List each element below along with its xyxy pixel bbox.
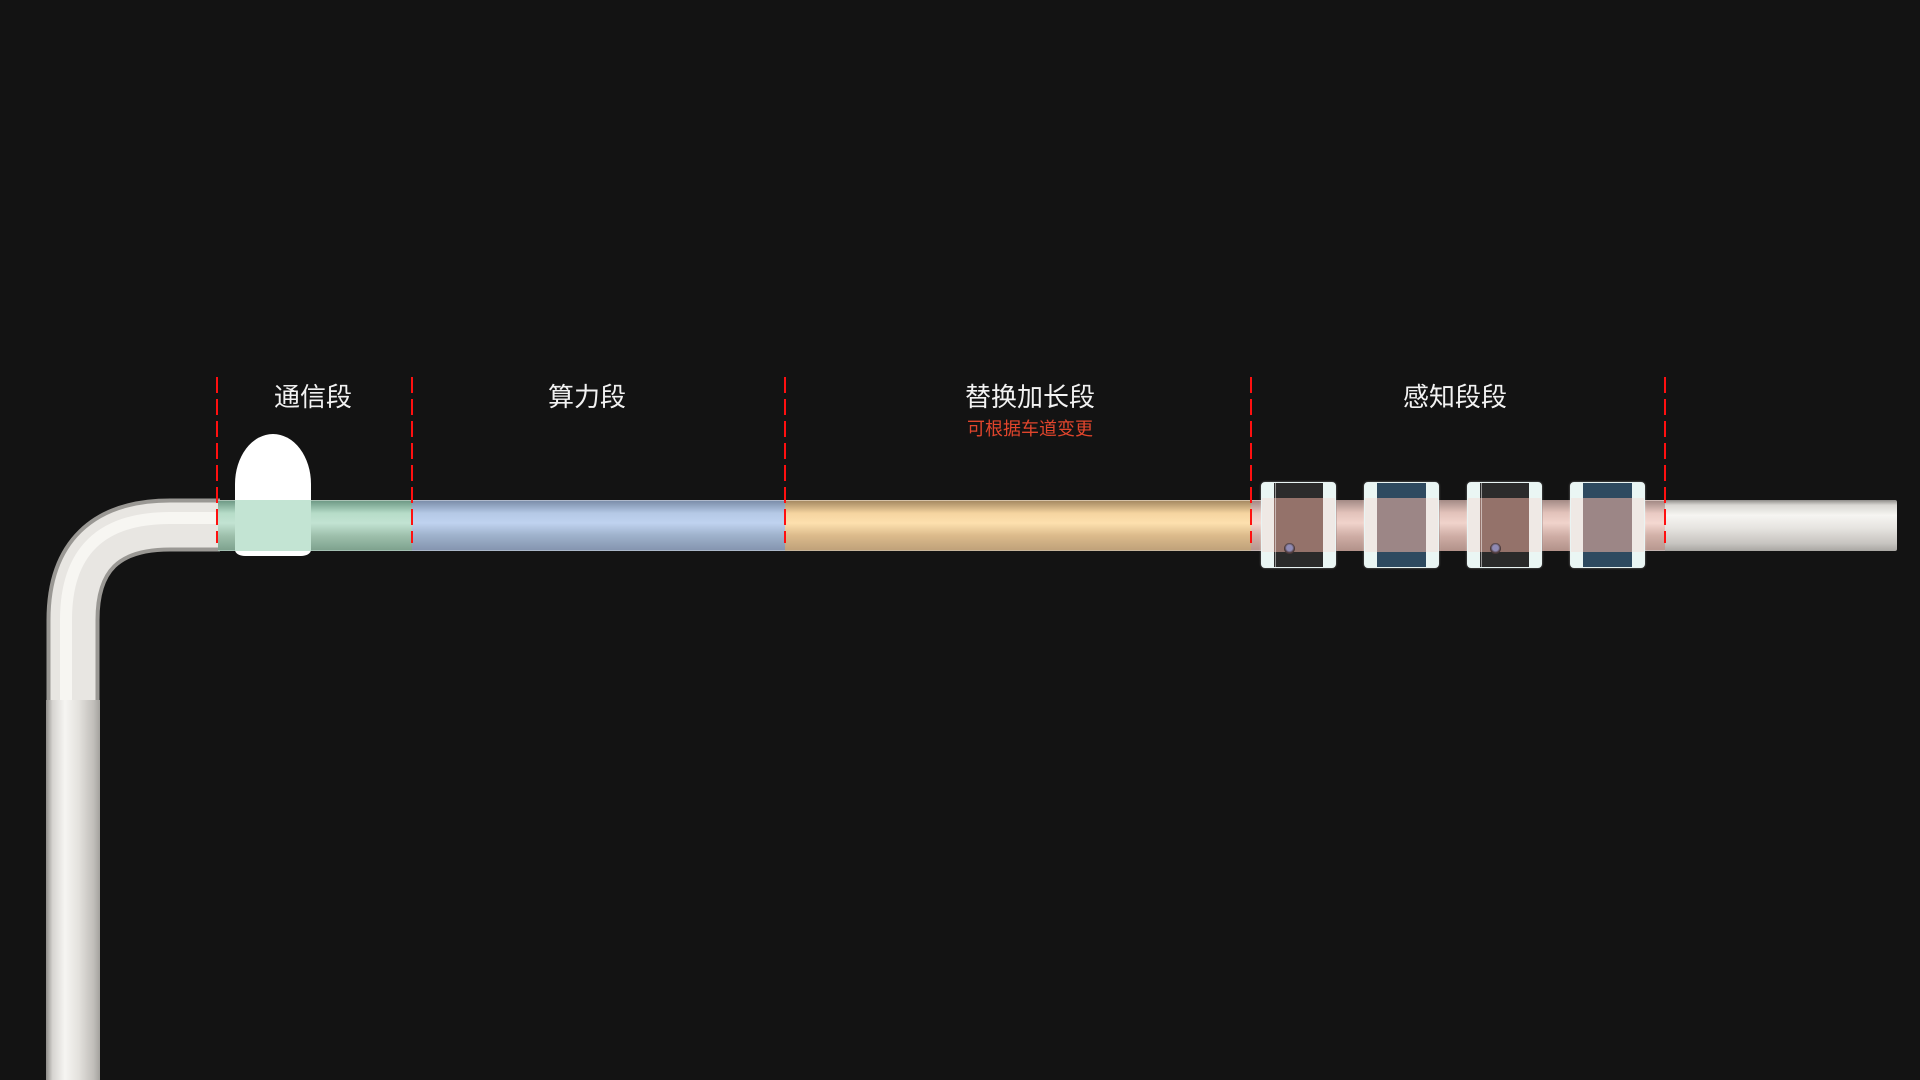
section-divider — [216, 377, 218, 543]
camera-lens-icon — [1490, 543, 1501, 554]
pipe-end — [1665, 500, 1897, 551]
connector — [1542, 500, 1572, 551]
section-divider — [784, 377, 786, 543]
section-label-extension: 替换加长段 — [964, 383, 1096, 413]
antenna-dome-overlay — [235, 500, 311, 551]
display-module — [1570, 482, 1645, 568]
extension-segment — [785, 500, 1251, 551]
display-module — [1364, 482, 1439, 568]
connector — [1336, 500, 1366, 551]
section-divider — [1664, 377, 1666, 543]
section-label-communication: 通信段 — [273, 383, 353, 413]
section-divider — [1250, 377, 1252, 543]
section-divider — [411, 377, 413, 543]
connector — [1439, 500, 1469, 551]
camera-module — [1467, 482, 1542, 568]
camera-module — [1261, 482, 1336, 568]
pole-elbow — [46, 498, 220, 1080]
section-label-compute: 算力段 — [547, 383, 627, 413]
camera-lens-icon — [1284, 543, 1295, 554]
section-label-sensing: 感知段段 — [1402, 383, 1508, 413]
section-sublabel-extension: 可根据车道变更 — [967, 419, 1093, 440]
compute-segment — [412, 500, 785, 551]
